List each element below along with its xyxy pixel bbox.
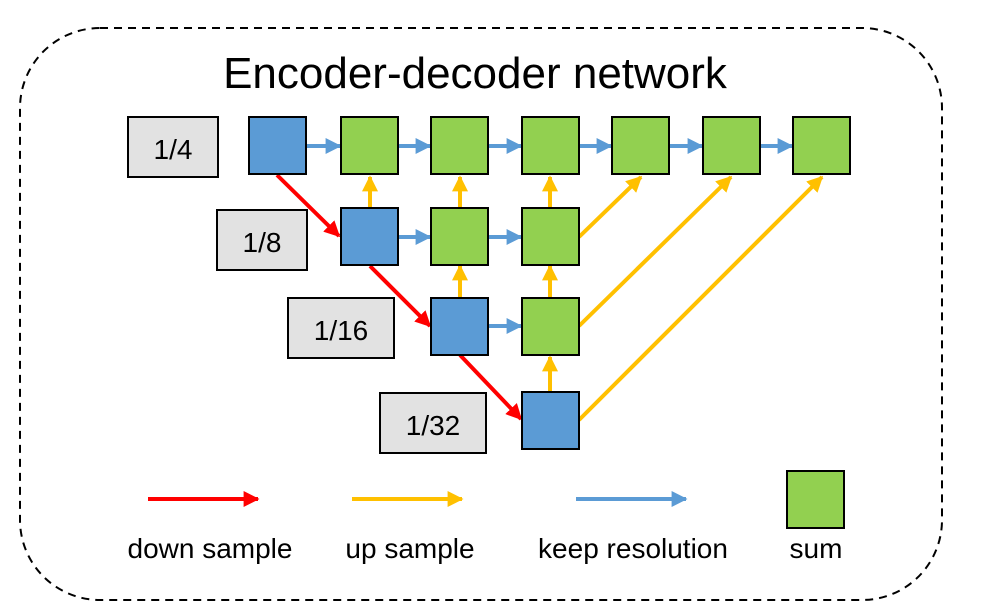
- scale-label-1-8: 1/8: [216, 209, 308, 271]
- encoder-node: [248, 116, 307, 175]
- legend-down-label: down sample: [128, 533, 293, 564]
- down-arrow: [368, 264, 432, 328]
- up-arrow: [577, 175, 643, 239]
- legend: down sample up sample keep resolution su…: [128, 470, 845, 564]
- sum-node: [521, 116, 580, 175]
- scale-label-1-32: 1/32: [379, 392, 487, 454]
- scale-label-text: 1/16: [314, 315, 369, 346]
- sum-node: [521, 207, 580, 266]
- up-arrows: [362, 175, 824, 422]
- scale-label-text: 1/32: [406, 410, 461, 441]
- sum-node: [340, 116, 399, 175]
- sum-node: [611, 116, 670, 175]
- up-arrow: [577, 175, 733, 328]
- down-arrows: [275, 173, 523, 421]
- legend-keep-label: keep resolution: [538, 533, 728, 564]
- sum-node: [702, 116, 761, 175]
- down-arrow: [458, 353, 523, 421]
- sum-nodes: [340, 116, 851, 356]
- scale-label-text: 1/8: [243, 227, 282, 258]
- diagram-title: Encoder-decoder network: [223, 49, 728, 98]
- up-arrow: [577, 175, 824, 422]
- legend-sum-label: sum: [790, 533, 843, 564]
- down-arrow: [275, 173, 341, 238]
- sum-node: [430, 207, 489, 266]
- legend-up-label: up sample: [345, 533, 474, 564]
- scale-label-text: 1/4: [154, 134, 193, 165]
- encoder-node: [430, 297, 489, 356]
- dashed-frame: [19, 27, 943, 601]
- sum-node: [521, 297, 580, 356]
- scale-label-1-16: 1/16: [287, 297, 395, 359]
- sum-node: [430, 116, 489, 175]
- legend-sum-box: [786, 470, 845, 529]
- encoder-node: [340, 207, 399, 266]
- scale-label-1-4: 1/4: [127, 116, 219, 178]
- encoder-node: [521, 391, 580, 450]
- encoder-nodes: [248, 116, 580, 450]
- sum-node: [792, 116, 851, 175]
- keep-arrows: [306, 138, 794, 334]
